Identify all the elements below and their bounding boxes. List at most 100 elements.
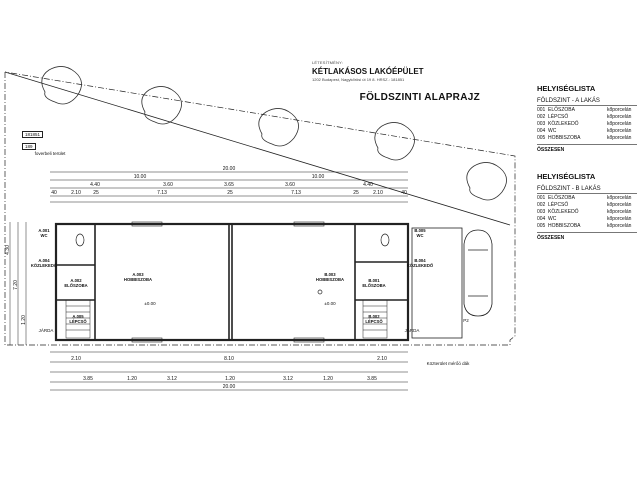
room-a001-name: WC: [41, 233, 48, 238]
toilet-a: [75, 233, 85, 247]
dim-bottom-seg-3: 3.12: [167, 376, 177, 382]
dim-top-seg-2: 3.60: [163, 182, 173, 188]
item-code: 003: [537, 209, 546, 215]
toilet-b: [380, 233, 390, 247]
room-b005-code: B.005: [414, 228, 426, 233]
item-code: 003: [537, 121, 546, 127]
dim-top-detail-2: 2.10: [71, 190, 81, 196]
dim-left-2: 7.20: [13, 280, 19, 290]
room-b004-name: KÖZLEKEDŐ: [407, 263, 434, 268]
windows: [131, 221, 325, 343]
dim-top-detail-4: 7.13: [157, 190, 167, 196]
dim-bottom-seg-2: 1.20: [127, 376, 137, 382]
dim-top-seg-3: 3.65: [224, 182, 234, 188]
lot-number-2: 189: [22, 143, 36, 150]
entrance-label-a: JÁRDA: [39, 327, 54, 333]
item-material: kőporcelán: [607, 107, 632, 113]
dim-top-detail-3: 25: [93, 190, 99, 196]
dim-top-half-2: 10.00: [312, 174, 325, 180]
level-label-a: ±0.00: [144, 301, 156, 306]
item-code: 002: [537, 114, 546, 120]
dim-left-1: 4.30: [5, 245, 11, 255]
item-name: ELŐSZOBA: [548, 107, 575, 113]
property-boundary-diagonal: [4, 71, 511, 226]
level-marker: [317, 289, 323, 295]
item-name: ELŐSZOBA: [548, 195, 575, 201]
item-code: 005: [537, 135, 546, 141]
dimension-lines-bottom: [50, 351, 408, 391]
room-list-b-total: ÖSSZESEN: [537, 232, 637, 241]
dim-top-detail-6: 7.13: [291, 190, 301, 196]
street-label: Közterület mérőó dák: [427, 361, 471, 366]
room-a002-code: A.002: [70, 278, 82, 283]
dim-bottom-seg-1: 3.85: [83, 376, 93, 382]
car-icon: [463, 229, 493, 317]
dim-bottom-detail-3: 2.10: [377, 356, 387, 362]
item-code: 004: [537, 216, 546, 222]
project-address: 1202 Budapest, Nagykőrösi út 19 8. HRSZ.…: [312, 77, 405, 82]
item-name: HOBBISZOBA: [548, 135, 581, 141]
dim-top-detail-7: 25: [353, 190, 359, 196]
room-list-b-subheading: FÖLDSZINT - B LAKÁS: [537, 186, 637, 194]
dim-bottom-detail-1: 2.10: [71, 356, 81, 362]
room-b003-name: HOBBISZOBA: [316, 277, 344, 282]
plan-title: FÖLDSZINTI ALAPRAJZ: [359, 92, 480, 103]
dim-top-detail-5: 25: [227, 190, 233, 196]
parking-label: P2: [463, 318, 469, 323]
level-label-b: ±0.00: [324, 301, 336, 306]
room-a003-name: HOBBISZOBA: [124, 277, 152, 282]
room-a002-name: ELŐSZOBA: [64, 283, 87, 288]
project-title: KÉTLAKÁSOS LAKÓÉPÜLET: [312, 67, 424, 76]
item-material: kőporcelán: [607, 209, 632, 215]
room-b002-name: LÉPCSŐ: [365, 319, 383, 324]
side-label: foverbeli terület: [35, 151, 67, 156]
item-name: KÖZLEKEDŐ: [548, 121, 579, 127]
item-code: 001: [537, 195, 546, 201]
item-material: kőporcelán: [607, 121, 632, 127]
item-name: KÖZLEKEDŐ: [548, 209, 579, 215]
room-b003-code: B.003: [324, 272, 336, 277]
dim-top-detail-1: 40: [51, 190, 57, 196]
room-list-a-subheading: FÖLDSZINT - A LAKÁS: [537, 98, 637, 106]
room-list-b-heading: HELYISÉGLISTA: [537, 172, 596, 181]
dim-bottom-seg-5: 3.12: [283, 376, 293, 382]
parking-space: [411, 227, 463, 339]
room-b001-name: ELŐSZOBA: [362, 283, 385, 288]
dim-bottom-detail-2: 8.10: [224, 356, 234, 362]
dim-bottom-seg-4: 1.20: [225, 376, 235, 382]
room-a005-code: A.005: [72, 314, 84, 319]
stairs-b: [362, 299, 388, 339]
dim-top-total: 20.00: [223, 166, 236, 172]
room-b001-code: B.001: [368, 278, 380, 283]
title-block: LÉTESÍTMÉNY: KÉTLAKÁSOS LAKÓÉPÜLET 1202 …: [312, 60, 480, 103]
item-material: kőporcelán: [607, 195, 632, 201]
stairs-a: [65, 299, 91, 339]
dim-bottom-seg-7: 3.85: [367, 376, 377, 382]
item-material: kőporcelán: [607, 128, 632, 134]
dim-top-half-1: 10.00: [134, 174, 147, 180]
item-material: kőporcelán: [607, 216, 632, 222]
room-a004-code: A.004: [38, 258, 50, 263]
lot-number: 181851: [22, 131, 44, 138]
trees: [41, 66, 507, 201]
dimension-lines-top: [50, 171, 408, 203]
item-material: kőporcelán: [607, 135, 632, 141]
property-boundary: [4, 71, 516, 346]
item-code: 004: [537, 128, 546, 134]
room-a001-code: A.001: [38, 228, 50, 233]
item-material: kőporcelán: [607, 114, 632, 120]
room-list-a-total: ÖSSZESEN: [537, 144, 637, 153]
item-material: kőporcelán: [607, 202, 632, 208]
item-name: LÉPCSŐ: [548, 114, 569, 120]
